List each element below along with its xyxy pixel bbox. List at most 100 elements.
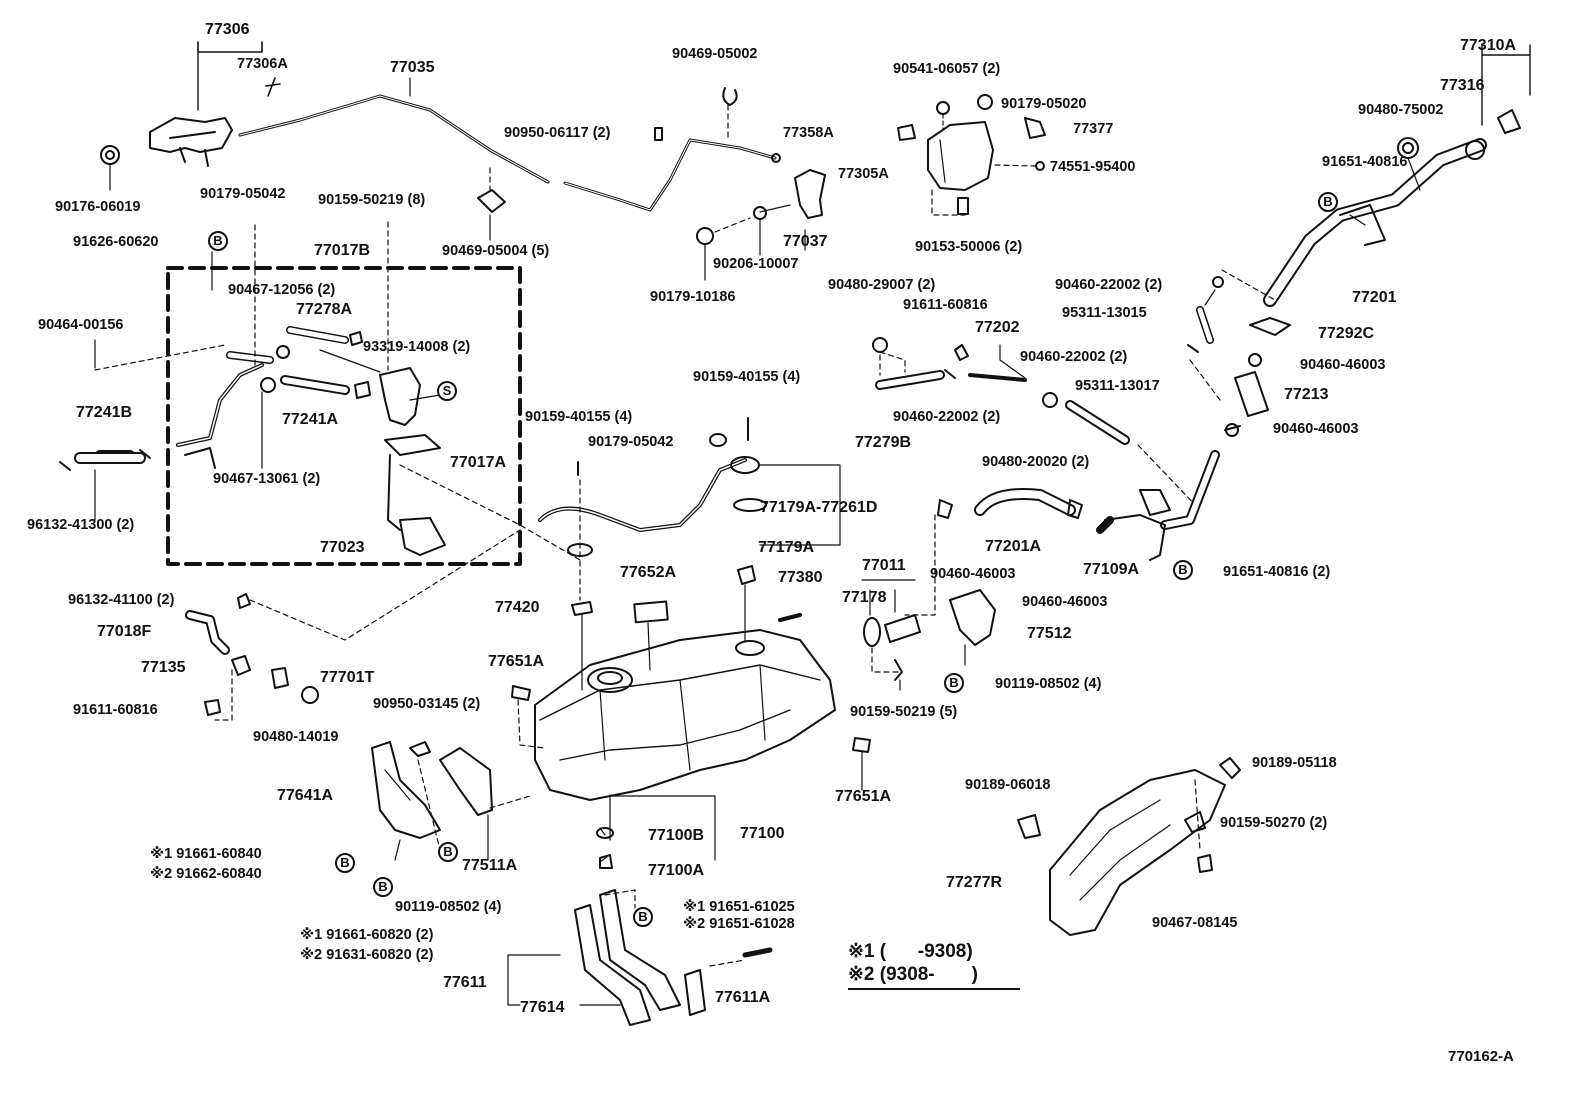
callout-77037: 77037 (783, 233, 828, 250)
callout-90469-05002: 90469-05002 (672, 46, 758, 62)
callout-77611: 77611 (443, 974, 487, 991)
callout-93319-14008: 93319-14008 (2) (363, 339, 471, 355)
callout-77511a: 77511A (462, 857, 518, 874)
legend-row-1: ※1 ( -9308) (848, 940, 973, 963)
legend-mark-2: ※2 (848, 964, 875, 985)
callout-90480-75002: 90480-75002 (1358, 102, 1444, 118)
callout-77652a: 77652A (620, 564, 677, 581)
bracket-77511a (439, 747, 493, 816)
callout-90159-50219: 90159-50219 (8) (318, 192, 426, 208)
callout-77651a-bot: 77651A (835, 788, 892, 805)
bracket-77037 (794, 169, 826, 219)
callout-96132-41100: 96132-41100 (2) (68, 592, 175, 608)
callout-77179a-77261d: 77179A-77261D (760, 499, 878, 516)
callout-77178: 77178 (842, 589, 887, 606)
callout-90950-03145: 90950-03145 (2) (373, 696, 481, 712)
callout-95311-13015: 95311-13015 (1062, 305, 1147, 321)
diagram-code: 770162-A (1448, 1048, 1514, 1065)
callout-77201a: 77201A (985, 538, 1042, 555)
b-mark: B (208, 231, 228, 251)
callout-77614: 77614 (520, 999, 565, 1016)
callout-90189-05118: 90189-05118 (1252, 755, 1337, 771)
callout-90460-46003-d: 90460-46003 (1022, 594, 1108, 610)
callout-90176-06019: 90176-06019 (55, 199, 141, 215)
callout-77017b: 77017B (314, 242, 371, 259)
callout-90460-46003-b: 90460-46003 (1273, 421, 1359, 437)
callout-90467-08145: 90467-08145 (1152, 915, 1238, 931)
callout-90119-08502-b: 90119-08502 (4) (395, 899, 502, 915)
callout-77306: 77306 (205, 21, 250, 38)
legend-row-2: ※2 (9308- ) (848, 963, 978, 986)
callout-77641a: 77641A (277, 787, 334, 804)
callout-90189-06018: 90189-06018 (965, 777, 1051, 793)
callout-77701t: 77701T (320, 669, 375, 686)
callout-90119-08502: 90119-08502 (4) (995, 676, 1102, 692)
callout-77017a: 77017A (450, 454, 507, 471)
callout-77316: 77316 (1440, 77, 1485, 94)
callout-77023: 77023 (320, 539, 365, 556)
callout-77278a: 77278A (296, 301, 353, 318)
callout-90541-06057: 90541-06057 (2) (893, 61, 1001, 77)
callout-77100b: 77100B (648, 827, 705, 844)
legend-text-2: (9308- ) (879, 964, 978, 985)
callout-91662-60840: ※2 91662-60840 (150, 866, 262, 882)
protector-77277r (1049, 769, 1226, 936)
legend-underline (848, 988, 1020, 990)
callout-90159-40155-b: 90159-40155 (4) (525, 409, 633, 425)
callout-91611-60816: 91611-60816 (903, 297, 988, 313)
callout-77100: 77100 (740, 825, 785, 842)
legend-mark-1: ※1 (848, 941, 875, 962)
callout-77420: 77420 (495, 599, 540, 616)
callout-90179-05042-mid: 90179-05042 (588, 434, 674, 450)
callout-90460-46003-c: 90460-46003 (930, 566, 1016, 582)
callout-77018f: 77018F (97, 623, 152, 640)
b-mark: B (335, 853, 355, 873)
callout-77011: 77011 (862, 557, 906, 574)
callout-91651-61028: ※2 91651-61028 (683, 916, 795, 932)
callout-91611-60816-bot: 91611-60816 (73, 702, 158, 718)
callout-90179-05020: 90179-05020 (1001, 96, 1087, 112)
callout-90467-13061: 90467-13061 (2) (213, 471, 321, 487)
callout-77035: 77035 (390, 59, 435, 76)
callout-77179a: 77179A (758, 539, 815, 556)
callout-77279b: 77279B (855, 434, 912, 451)
bracket-77641a (371, 741, 441, 839)
bracket-77306 (197, 41, 263, 53)
callout-91626-60620: 91626-60620 (73, 234, 159, 250)
subassy-tubes (176, 363, 264, 447)
callout-90480-20020: 90480-20020 (2) (982, 454, 1090, 470)
callout-77100a: 77100A (648, 862, 705, 879)
callout-77306a: 77306A (237, 56, 288, 72)
callout-77310a: 77310A (1460, 37, 1517, 54)
callout-91651-40816-2: 91651-40816 (2) (1223, 564, 1331, 580)
callout-77292c: 77292C (1318, 325, 1375, 342)
callout-77241b: 77241B (76, 404, 133, 421)
callout-77512: 77512 (1027, 625, 1072, 642)
callout-91661-60840: ※1 91661-60840 (150, 846, 262, 862)
callout-90460-22002: 90460-22002 (2) (1055, 277, 1163, 293)
cable-77035 (238, 94, 550, 184)
b-mark: B (1173, 560, 1193, 580)
legend-text-1: ( -9308) (879, 941, 973, 962)
callout-77202: 77202 (975, 319, 1020, 336)
callout-96132-41300: 96132-41300 (2) (27, 517, 135, 533)
callout-91651-61025: ※1 91651-61025 (683, 899, 795, 915)
bracket-77023 (399, 517, 446, 556)
callout-90469-05004: 90469-05004 (5) (442, 243, 550, 259)
callout-90153-50006: 90153-50006 (2) (915, 239, 1023, 255)
b-mark: B (944, 673, 964, 693)
callout-95311-13017: 95311-13017 (1075, 378, 1160, 394)
callout-77213: 77213 (1284, 386, 1329, 403)
callout-77241a: 77241A (282, 411, 339, 428)
callout-77380: 77380 (778, 569, 823, 586)
callout-90460-46003: 90460-46003 (1300, 357, 1386, 373)
callout-90460-22002-c: 90460-22002 (2) (893, 409, 1001, 425)
callout-77277r: 77277R (946, 874, 1003, 891)
callout-90159-50270: 90159-50270 (2) (1220, 815, 1328, 831)
callout-90159-50219-5: 90159-50219 (5) (850, 704, 958, 720)
callout-77135: 77135 (141, 659, 186, 676)
callout-77377: 77377 (1073, 121, 1114, 137)
callout-77201: 77201 (1352, 289, 1397, 306)
